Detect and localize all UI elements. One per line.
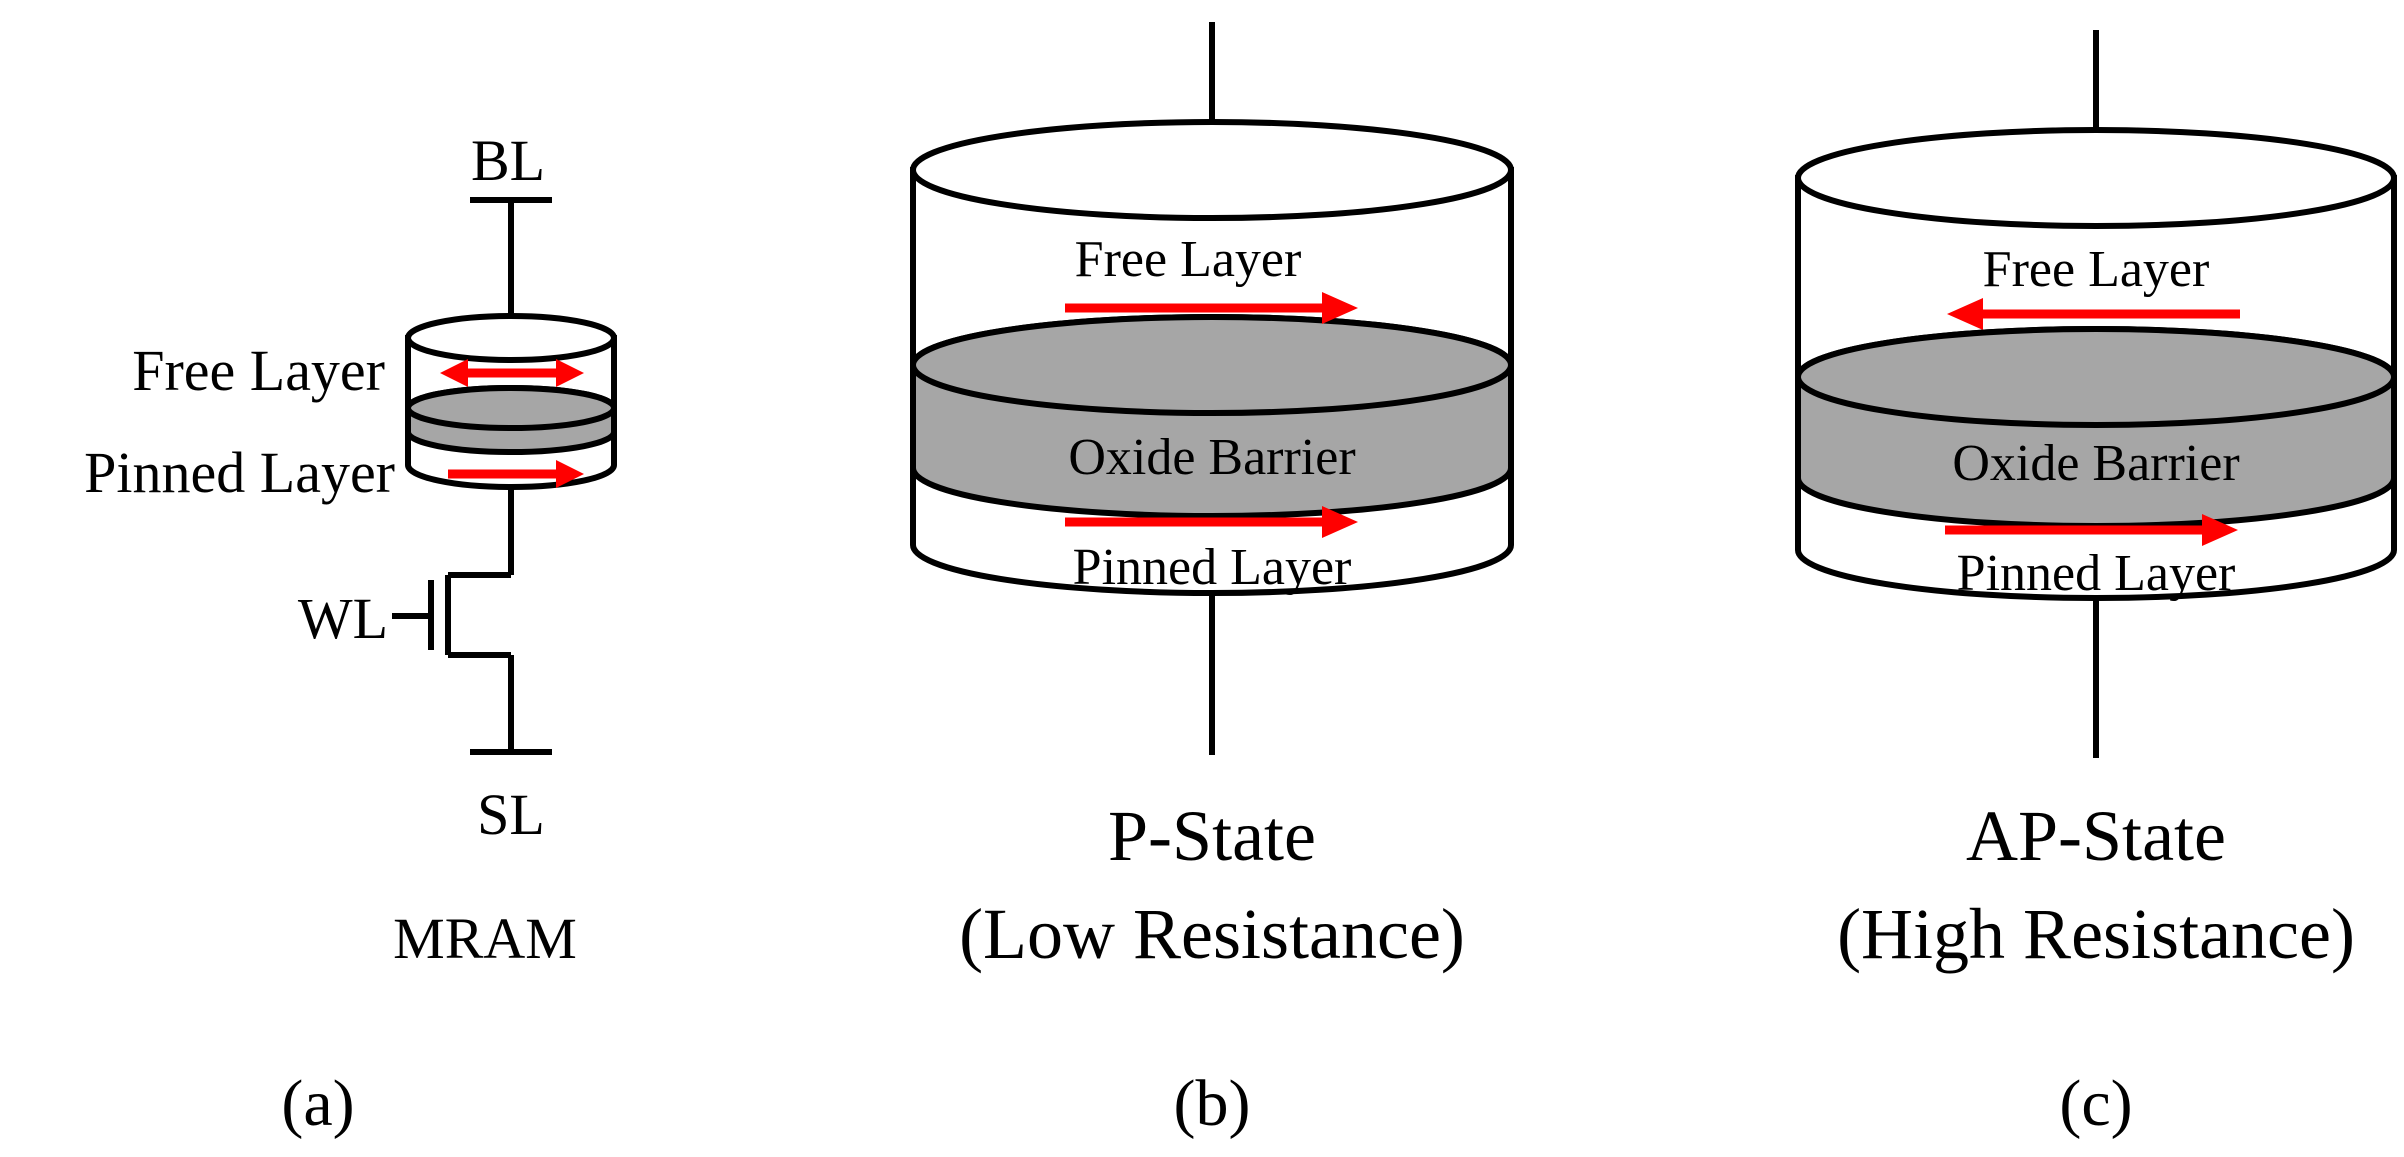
free-layer-label: Free Layer: [1983, 241, 2210, 298]
state-label: P-State: [1108, 796, 1316, 876]
free-layer-label: Free Layer: [1075, 231, 1302, 288]
oxide-barrier-label: Oxide Barrier: [1068, 429, 1355, 486]
panel-a: BL Free Layer Pinned Layer: [84, 128, 617, 1140]
state-label: AP-State: [1966, 796, 2226, 876]
caption-a: (a): [281, 1067, 354, 1140]
mtj-small-cylinder: [405, 313, 617, 490]
resistance-label: (Low Resistance): [959, 894, 1465, 974]
free-layer-arrow-icon: [1065, 292, 1358, 324]
caption-b: (b): [1174, 1067, 1251, 1140]
mtj-cylinder-ap: [1795, 127, 2397, 601]
free-layer-double-arrow-icon: [440, 359, 584, 387]
pinned-layer-label: Pinned Layer: [84, 440, 395, 505]
pinned-layer-label: Pinned Layer: [1073, 539, 1352, 596]
caption-c: (c): [2059, 1067, 2132, 1140]
pinned-layer-arrow-icon: [1945, 514, 2238, 546]
sl-label: SL: [477, 782, 545, 847]
oxide-barrier-label: Oxide Barrier: [1952, 435, 2239, 492]
free-layer-label: Free Layer: [132, 338, 385, 403]
mtj-cylinder-p: [910, 119, 1514, 596]
bl-label: BL: [471, 128, 545, 193]
pinned-layer-label: Pinned Layer: [1957, 545, 2236, 602]
free-layer-arrow-icon: [1947, 298, 2240, 330]
panel-b: Free Layer Oxide Barrier Pinned Layer P-…: [910, 22, 1514, 1140]
panel-c: Free Layer Oxide Barrier Pinned Layer AP…: [1795, 30, 2397, 1140]
resistance-label: (High Resistance): [1837, 894, 2355, 974]
pinned-layer-arrow-icon: [448, 460, 584, 488]
wl-label: WL: [298, 586, 388, 651]
mram-title: MRAM: [393, 906, 577, 971]
pinned-layer-arrow-icon: [1065, 506, 1358, 538]
access-transistor: [392, 487, 514, 752]
